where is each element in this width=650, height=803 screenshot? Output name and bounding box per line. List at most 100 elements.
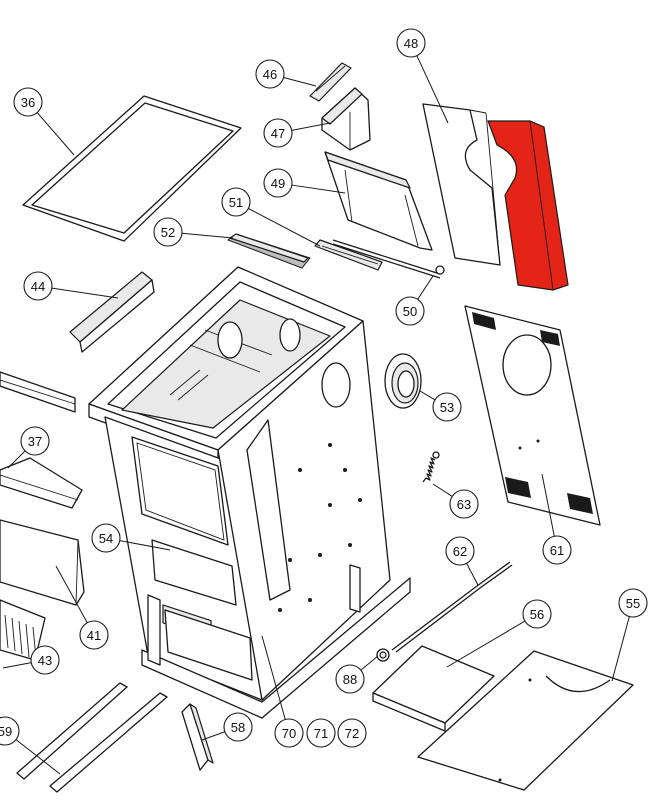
callout-circle-43 [30, 645, 60, 675]
callout-circle-48 [396, 28, 426, 58]
leader-line-48 [416, 55, 449, 124]
callout-61: 61 [542, 535, 572, 565]
callout-47: 47 [263, 118, 293, 148]
leader-line-49 [291, 184, 346, 194]
part-52-grate-bar [226, 233, 311, 269]
callout-label-36: 36 [21, 95, 35, 110]
callout-label-62: 62 [453, 544, 467, 559]
part-56-ash-pan [372, 645, 495, 732]
callout-label-48: 48 [404, 36, 418, 51]
callout-41: 41 [79, 620, 109, 650]
callout-52: 52 [153, 217, 183, 247]
callout-circle-56 [522, 599, 552, 629]
callout-label-37: 37 [28, 434, 42, 449]
callout-59: 59 [0, 716, 20, 746]
callout-circle-49 [263, 168, 293, 198]
callout-circle-54 [91, 523, 121, 553]
callout-circle-88 [335, 664, 365, 694]
leader-line-56 [446, 620, 526, 668]
callout-63: 63 [449, 489, 479, 519]
callout-51: 51 [221, 187, 251, 217]
callout-circle-58 [223, 712, 253, 742]
callout-50: 50 [395, 296, 425, 326]
callout-circle-72 [337, 718, 367, 748]
highlighted-panel [487, 120, 569, 291]
leader-line-61 [541, 473, 555, 537]
callout-label-41: 41 [87, 628, 101, 643]
callout-71: 71 [306, 718, 336, 748]
callout-49: 49 [263, 168, 293, 198]
callout-53: 53 [432, 392, 462, 422]
callout-circle-44 [23, 271, 53, 301]
callout-88: 88 [335, 664, 365, 694]
part-48-rear-panel [422, 103, 501, 266]
leader-line-41 [55, 565, 88, 623]
callout-label-71: 71 [314, 726, 328, 741]
callout-circle-50 [395, 296, 425, 326]
callout-layer: 36 46 47 48 49 51 52 50 44 53 37 63 54 61 62 41 56 55 43 88… [0, 28, 648, 775]
leader-line-47 [291, 122, 331, 131]
callout-circle-52 [153, 217, 183, 247]
leader-line-70 [261, 635, 286, 720]
leader-line-59 [15, 739, 61, 775]
leader-line-44 [51, 287, 119, 299]
leader-line-50 [417, 275, 434, 300]
callout-label-59: 59 [0, 724, 12, 739]
part-53-ring [384, 353, 422, 409]
callout-56: 56 [522, 599, 552, 629]
part-61-back-plate [464, 305, 601, 526]
callout-label-61: 61 [550, 543, 564, 558]
part-62-rod [391, 561, 513, 653]
part-88-knob [376, 648, 390, 662]
callout-circle-59 [0, 716, 20, 746]
callout-label-50: 50 [403, 304, 417, 319]
leader-line-52 [181, 232, 234, 239]
callout-70: 70 [274, 718, 304, 748]
part-58-bracket [181, 703, 214, 771]
callout-circle-51 [221, 187, 251, 217]
leader-line-46 [283, 77, 317, 87]
part-44-channel [69, 271, 155, 353]
callout-circle-47 [263, 118, 293, 148]
part-55-base-plate [417, 650, 634, 791]
callout-label-44: 44 [31, 279, 45, 294]
leader-line-43 [2, 662, 32, 669]
callout-label-47: 47 [271, 126, 285, 141]
callout-circle-55 [618, 588, 648, 618]
callout-55: 55 [618, 588, 648, 618]
leader-line-37 [7, 450, 26, 469]
callout-circle-62 [445, 536, 475, 566]
callout-label-63: 63 [457, 497, 471, 512]
callout-label-51: 51 [229, 195, 243, 210]
leader-line-51 [248, 208, 321, 247]
leader-line-63 [432, 483, 453, 497]
leader-line-36 [36, 112, 75, 156]
callout-circle-71 [306, 718, 336, 748]
leader-line-58 [201, 731, 226, 741]
leader-line-54 [119, 540, 171, 551]
callout-label-70: 70 [282, 726, 296, 741]
part-47-deflector [321, 87, 371, 151]
callout-circle-63 [449, 489, 479, 519]
leader-line-55 [611, 616, 630, 682]
leader-line-62 [466, 563, 479, 586]
callout-72: 72 [337, 718, 367, 748]
callout-label-54: 54 [99, 531, 113, 546]
leader-line-53 [419, 390, 436, 401]
part-46-bracket [309, 62, 352, 102]
callout-58: 58 [223, 712, 253, 742]
part-37-trim [0, 457, 83, 509]
callout-43: 43 [30, 645, 60, 675]
callout-46: 46 [255, 59, 285, 89]
callout-36: 36 [13, 87, 43, 117]
part-36-door-gasket [22, 95, 242, 242]
callout-label-72: 72 [345, 726, 359, 741]
callout-circle-36 [13, 87, 43, 117]
callout-circle-41 [79, 620, 109, 650]
callout-44: 44 [23, 271, 53, 301]
callout-54: 54 [91, 523, 121, 553]
left-side-rail [0, 371, 76, 413]
stove-body [88, 266, 411, 719]
callout-label-46: 46 [263, 67, 277, 82]
